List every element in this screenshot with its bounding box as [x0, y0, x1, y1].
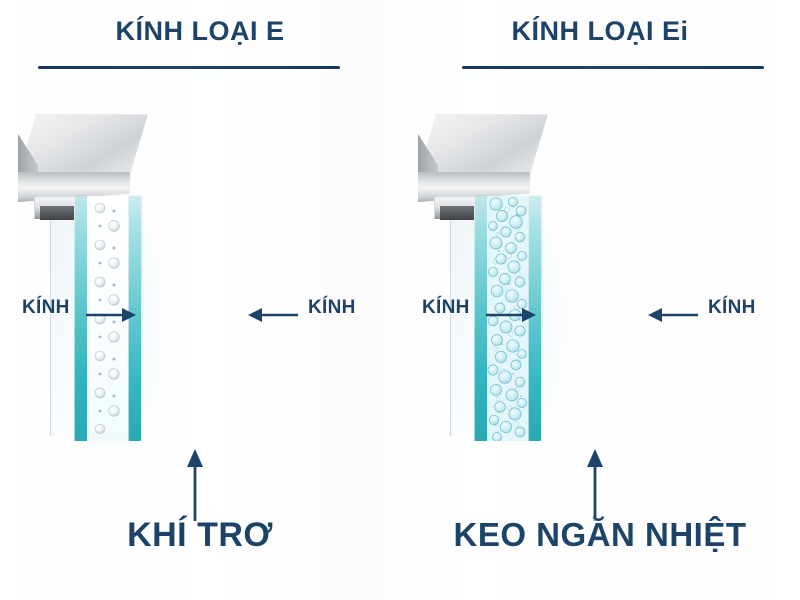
gas-bubbles-graphic — [94, 202, 120, 435]
glass-pane-right — [528, 196, 541, 441]
panel-title: KÍNH LOẠI Ei — [511, 16, 689, 46]
arrow-pointing-right — [486, 308, 536, 322]
side-label-left: KÍNH — [22, 297, 70, 318]
cavity-thermal-gel — [487, 196, 528, 441]
arrow-pointing-right — [86, 308, 136, 322]
glass-assembly — [18, 114, 170, 454]
panel-caption: KEO NGĂN NHIỆT — [453, 516, 747, 553]
cap-top-face — [18, 114, 148, 175]
metal-frame-cap — [18, 114, 148, 220]
cavity-inert-gas — [87, 196, 128, 441]
title-underline — [462, 66, 764, 69]
side-label-right: KÍNH — [308, 297, 356, 318]
arrow-pointing-up — [587, 449, 603, 521]
side-label-right: KÍNH — [708, 297, 756, 318]
side-label-left: KÍNH — [422, 297, 470, 318]
arrow-pointing-left — [648, 308, 698, 322]
metal-frame-cap — [418, 114, 548, 220]
arrow-pointing-up — [187, 449, 203, 521]
cap-top-face — [418, 114, 548, 175]
title-underline — [38, 66, 340, 69]
panel-caption: KHÍ TRƠ — [127, 516, 273, 554]
glass-pane-left — [74, 196, 87, 441]
panel-title: KÍNH LOẠI E — [115, 16, 285, 46]
arrow-pointing-left — [248, 308, 298, 322]
panel-glass-type-e: KÍNH LOẠI E — [18, 16, 356, 554]
panel-glass-type-ei: KÍNH LOẠI Ei — [400, 0, 800, 600]
glass-pane-left — [474, 196, 487, 441]
thermal-gel-graphic — [487, 196, 528, 441]
glass-pane-right — [128, 196, 141, 441]
